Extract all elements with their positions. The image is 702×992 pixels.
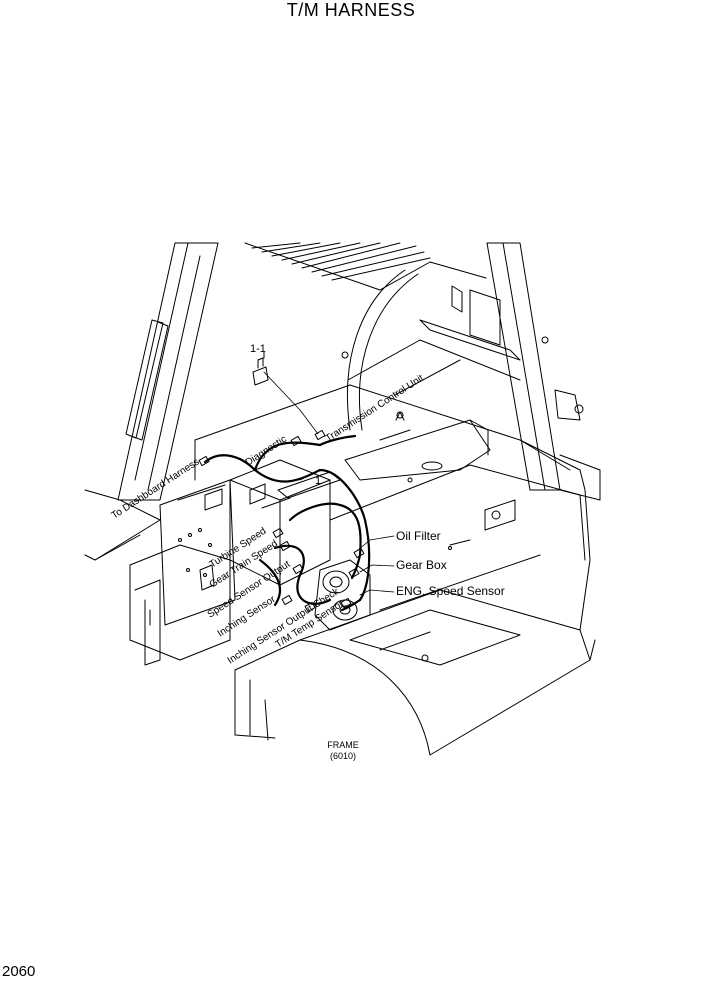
callout-1-1: 1-1 (250, 343, 266, 355)
label-transmission-control-unit: Transmission Control Unit (324, 373, 426, 445)
label-oil-filter: Oil Filter (396, 529, 441, 543)
main-frame (84, 384, 596, 756)
callout-labels: 1-1 1 To Dashboard Harness Diagnostic Tr… (110, 343, 505, 761)
rops-frame (117, 242, 601, 501)
label-to-dashboard-harness: To Dashboard Harness (110, 457, 202, 522)
part-1-1-clip (252, 351, 269, 386)
callout-1: 1 (315, 475, 321, 487)
frame-ref-name: FRAME (327, 740, 359, 750)
leader-lines (263, 371, 395, 596)
label-diagnostic: Diagnostic (244, 434, 289, 469)
label-eng-speed-sensor: ENG. Speed Sensor (396, 584, 505, 598)
page-title: T/M HARNESS (286, 0, 416, 20)
label-gear-box: Gear Box (396, 558, 447, 572)
page-number: 2060 (2, 963, 36, 980)
part-1-plate (261, 471, 341, 509)
connectors (198, 411, 405, 613)
frame-ref-code: (6010) (330, 751, 356, 761)
